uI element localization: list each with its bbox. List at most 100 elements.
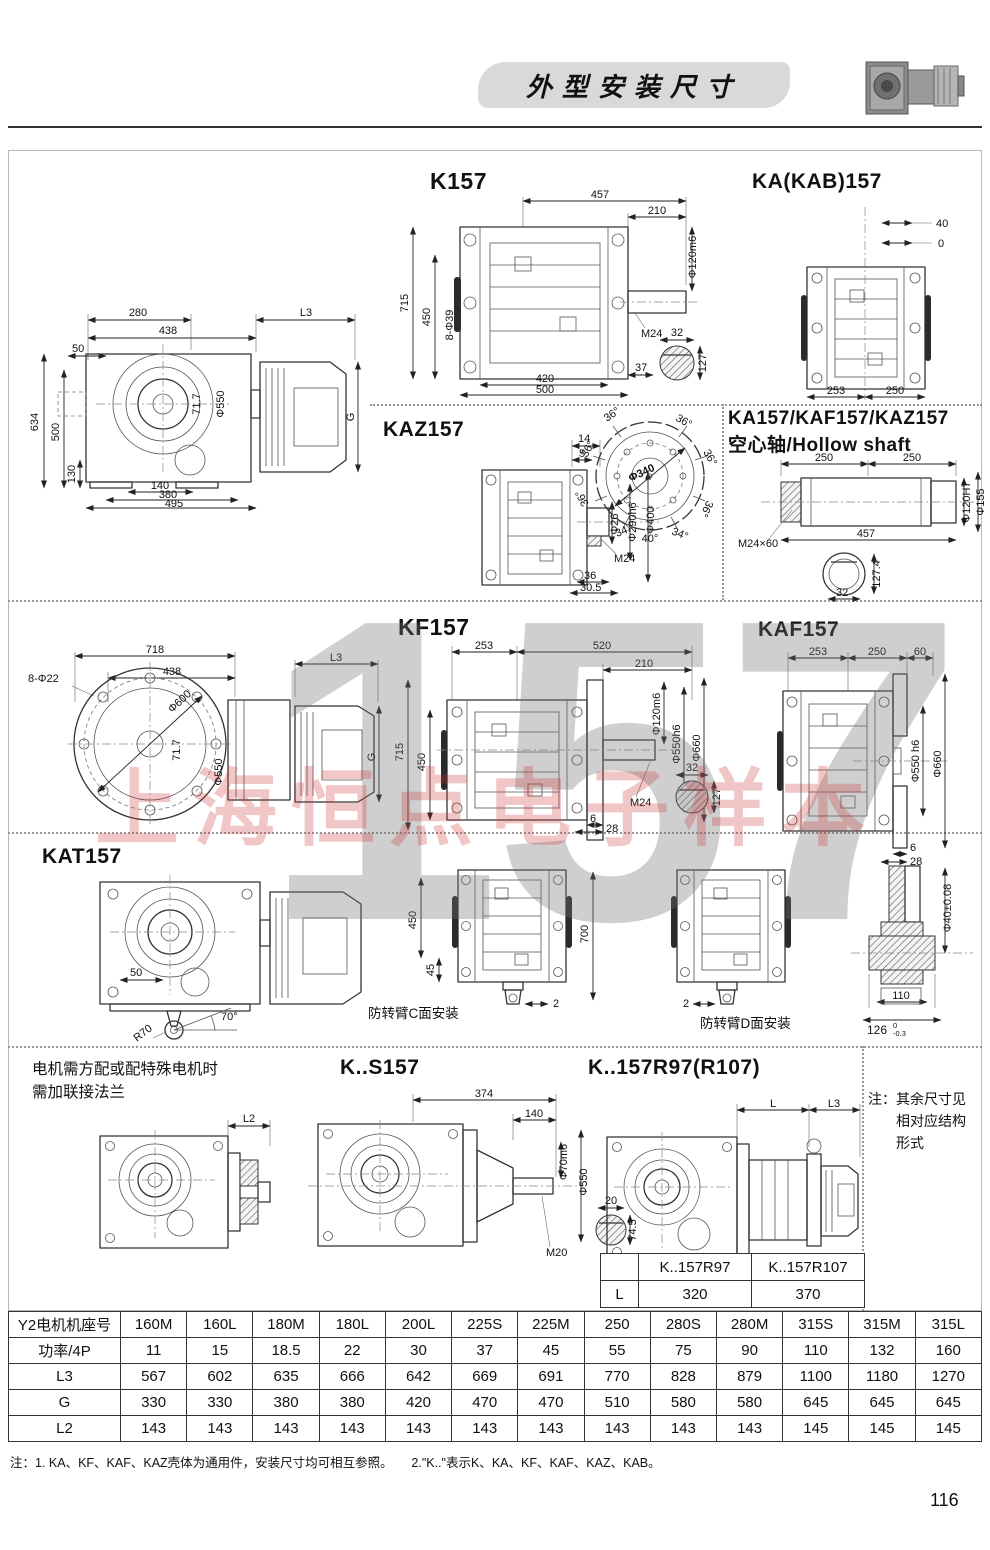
- value-cell: 645: [914, 1389, 983, 1416]
- title-hollow-1: KA157/KAF157/KAZ157: [728, 408, 949, 429]
- divider: [8, 1046, 982, 1048]
- content-frame: [8, 150, 982, 1311]
- header-ribbon: 外型安装尺寸: [478, 62, 790, 108]
- motor-flange-note: 电机需方配或配特殊电机时 需加联接法兰: [32, 1058, 218, 1104]
- divider: [370, 404, 982, 406]
- value-cell: 669: [451, 1363, 519, 1390]
- dim-label: Φ290h6: [627, 502, 639, 541]
- side-note-line-3: 形式: [896, 1135, 924, 1151]
- value-cell: 45: [517, 1337, 585, 1364]
- dim-label: 715: [394, 743, 406, 761]
- dim-label: Φ40±0.08: [942, 884, 954, 932]
- dim-label: 457: [591, 189, 609, 201]
- dim-label: 32: [671, 327, 683, 339]
- value-cell: 143: [517, 1415, 585, 1442]
- k157-side-view-drawing: 280 438 L3 50 634 500 130 71.7 Φ550 G 14…: [29, 307, 362, 512]
- dim-label: 140: [525, 1108, 543, 1120]
- value-cell: 470: [517, 1389, 585, 1416]
- k157-front-drawing: 457 210 Φ120m6 M24 715 450 8-Φ39 37 420 …: [399, 189, 709, 399]
- footer-note: 注：1. KA、KF、KAF、KAZ壳体为通用件，安装尺寸均可相互参照。 2."…: [10, 1456, 661, 1470]
- value-cell: 37: [451, 1337, 519, 1364]
- value-cell: 143: [451, 1415, 519, 1442]
- page-number: 116: [930, 1490, 959, 1510]
- r97-col-header: K..157R97: [638, 1253, 752, 1281]
- value-cell: 691: [517, 1363, 585, 1390]
- value-cell: 580: [649, 1389, 717, 1416]
- dim-label: M24: [630, 797, 651, 809]
- dim-label: 36°: [697, 499, 715, 519]
- value-cell: 879: [715, 1363, 784, 1390]
- dim-label: 450: [421, 308, 433, 326]
- value-cell: 75: [649, 1337, 717, 1364]
- value-cell: 580: [715, 1389, 784, 1416]
- value-cell: 635: [252, 1363, 320, 1390]
- dim-label: 8-Φ39: [444, 310, 456, 341]
- side-note: 注：其余尺寸见 相对应结构 形式: [868, 1088, 966, 1154]
- dim-label: 634: [29, 413, 41, 431]
- dim-label: 36°: [602, 405, 623, 424]
- value-cell: 320: [638, 1280, 752, 1308]
- value-cell: 1180: [848, 1363, 916, 1390]
- caption-arm-c: 防转臂C面安装: [368, 1006, 459, 1021]
- value-cell: 225S: [451, 1311, 519, 1338]
- ka157-drawing: 40 0 253 250: [801, 207, 948, 401]
- ks157-drawing: 374 140 Φ70m6 Φ550 M20 20 74.5: [308, 1088, 639, 1259]
- value-cell: 180L: [318, 1311, 386, 1338]
- value-cell: 280M: [715, 1311, 784, 1338]
- caption-arm-d: 防转臂D面安装: [700, 1016, 791, 1031]
- dim-label: 28: [910, 856, 922, 868]
- dim-label: 280: [129, 307, 147, 319]
- dim-tolerance-lower: -0.3: [893, 1029, 906, 1038]
- kaf157-drawing: 253 250 60 Φ550 h6 Φ660 6 28: [777, 646, 949, 868]
- dim-label: Φ550h6: [671, 724, 683, 763]
- dim-label: 500: [50, 423, 62, 441]
- dim-label: L: [770, 1098, 776, 1110]
- dim-label: 140: [151, 480, 169, 492]
- side-note-line-2: 相对应结构: [896, 1113, 966, 1129]
- side-note-line-1: 注：其余尺寸见: [868, 1091, 966, 1107]
- value-cell: 143: [583, 1415, 651, 1442]
- dim-label: 253: [827, 385, 845, 397]
- dim-label: 20: [605, 1195, 617, 1207]
- dim-label: 71.7: [191, 393, 203, 414]
- value-cell: 143: [384, 1415, 453, 1442]
- value-cell: 200L: [384, 1311, 453, 1338]
- header-rule: [8, 126, 982, 128]
- value-cell: 250: [583, 1311, 651, 1338]
- value-cell: 770: [583, 1363, 651, 1390]
- value-cell: 143: [715, 1415, 784, 1442]
- value-cell: 315M: [848, 1311, 916, 1338]
- value-cell: 645: [782, 1389, 850, 1416]
- value-cell: 330: [186, 1389, 254, 1416]
- empty-cell: [600, 1253, 639, 1281]
- flange-circle-drawing: Φ340 36° 36° 36° 36° 36° 36° 34° 40° 34°: [573, 405, 719, 545]
- dim-label: Φ70m6: [558, 1144, 570, 1180]
- title-kat157: KAT157: [42, 845, 122, 868]
- value-cell: 380: [318, 1389, 386, 1416]
- value-cell: 510: [583, 1389, 651, 1416]
- l2-drawing: L2: [99, 1113, 271, 1249]
- divider: [862, 1046, 864, 1311]
- dim-label: L3: [300, 307, 312, 319]
- value-cell: 160L: [186, 1311, 254, 1338]
- value-cell: 143: [119, 1415, 188, 1442]
- kaz157-drawing: 14 5 Φ26 Φ290h6 Φ400 M24 36 30.5: [481, 433, 662, 597]
- title-k157: K157: [430, 168, 487, 194]
- dim-label: 36: [584, 570, 596, 582]
- kf157-front-drawing: 253 520 210 Φ120m6 Φ550h6 Φ660 715 450 M…: [394, 640, 723, 841]
- dim-label: G: [345, 413, 357, 422]
- dim-label: 60: [914, 646, 926, 658]
- dim-label: Φ550: [215, 390, 227, 417]
- kat157-drawing: 50 70° R70: [99, 875, 362, 1044]
- dim-label: 110: [892, 990, 910, 1002]
- value-cell: 143: [252, 1415, 320, 1442]
- dim-label: Φ120m6: [687, 236, 699, 278]
- dim-label: 700: [579, 925, 591, 943]
- value-cell: 666: [318, 1363, 386, 1390]
- dim-label: 500: [536, 384, 554, 396]
- value-cell: 380: [252, 1389, 320, 1416]
- dim-tolerance-upper: 0: [893, 1021, 897, 1030]
- dim-label: 253: [809, 646, 827, 658]
